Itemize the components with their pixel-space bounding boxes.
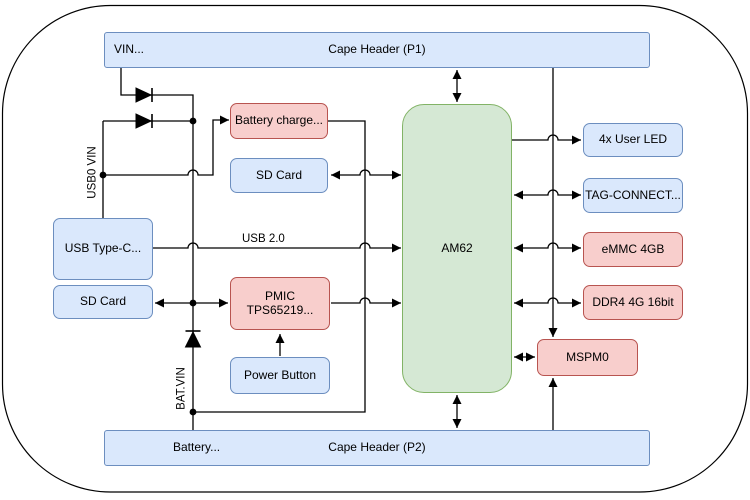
wire-battery-charger-loop [196, 120, 366, 413]
battery-label: Battery... [173, 440, 221, 455]
junction-dot [189, 408, 197, 416]
am62-label: AM62 [441, 240, 473, 255]
node-cape-header-p2: Battery... Cape Header (P2) [104, 430, 650, 466]
usb2-wire-label: USB 2.0 [242, 233, 285, 245]
tag-connect-label: TAG-CONNECT... [585, 187, 681, 202]
sd-card-left-label: SD Card [79, 294, 126, 309]
wire-am62-tagconnect [514, 189, 581, 200]
wire-am62-userled [512, 134, 581, 145]
cape-header-p2-label: Cape Header (P2) [328, 440, 426, 455]
ddr4-label: DDR4 4G 16bit [592, 294, 674, 309]
sd-card-boot-label: SD Card [255, 167, 302, 182]
node-user-led: 4x User LED [583, 123, 683, 157]
node-sd-card-boot: SD Card [230, 158, 328, 193]
vin-label: VIN... [114, 42, 145, 57]
diode-icon [135, 113, 153, 129]
node-tag-connect: TAG-CONNECT... [583, 178, 683, 213]
wire-usb0-to-battery-charger [103, 115, 229, 176]
usb0-vin-wire-label: USB0 VIN [86, 146, 98, 199]
wire-am62-emmc [514, 242, 581, 253]
diode-icon [184, 330, 202, 348]
node-battery-charger: Battery charge... [230, 103, 328, 139]
node-pmic: PMIC TPS65219... [230, 277, 330, 330]
node-emmc: eMMC 4GB [583, 232, 683, 267]
node-cape-header-p1: VIN... Cape Header (P1) [104, 32, 650, 68]
node-usb-type-c: USB Type-C... [53, 218, 153, 280]
power-button-label: Power Button [243, 367, 317, 382]
user-led-label: 4x User LED [598, 132, 668, 147]
emmc-label: eMMC 4GB [601, 241, 665, 256]
wire-usb2-usbc-am62 [153, 242, 401, 253]
wire-sdcard-am62 [331, 169, 401, 180]
diode-icon [135, 87, 153, 103]
wire-vin-to-junction [120, 68, 194, 121]
mspm0-label: MSPM0 [566, 349, 609, 364]
node-power-button: Power Button [230, 357, 330, 394]
wire-am62-ddr4 [514, 297, 581, 308]
node-sd-card-left: SD Card [53, 285, 153, 319]
battery-charger-label: Battery charge... [234, 113, 324, 128]
junction-dot [189, 117, 197, 125]
node-mspm0: MSPM0 [537, 339, 638, 376]
pmic-label: PMIC TPS65219... [246, 288, 314, 317]
wire-pmic-am62 [331, 297, 401, 308]
cape-header-p1-label: Cape Header (P1) [328, 42, 426, 57]
bat-vin-wire-label: BAT.VIN [175, 367, 187, 410]
usb-type-c-label: USB Type-C... [64, 241, 142, 256]
node-am62: AM62 [402, 104, 512, 393]
junction-dot [99, 171, 107, 179]
node-ddr4: DDR4 4G 16bit [583, 285, 683, 320]
